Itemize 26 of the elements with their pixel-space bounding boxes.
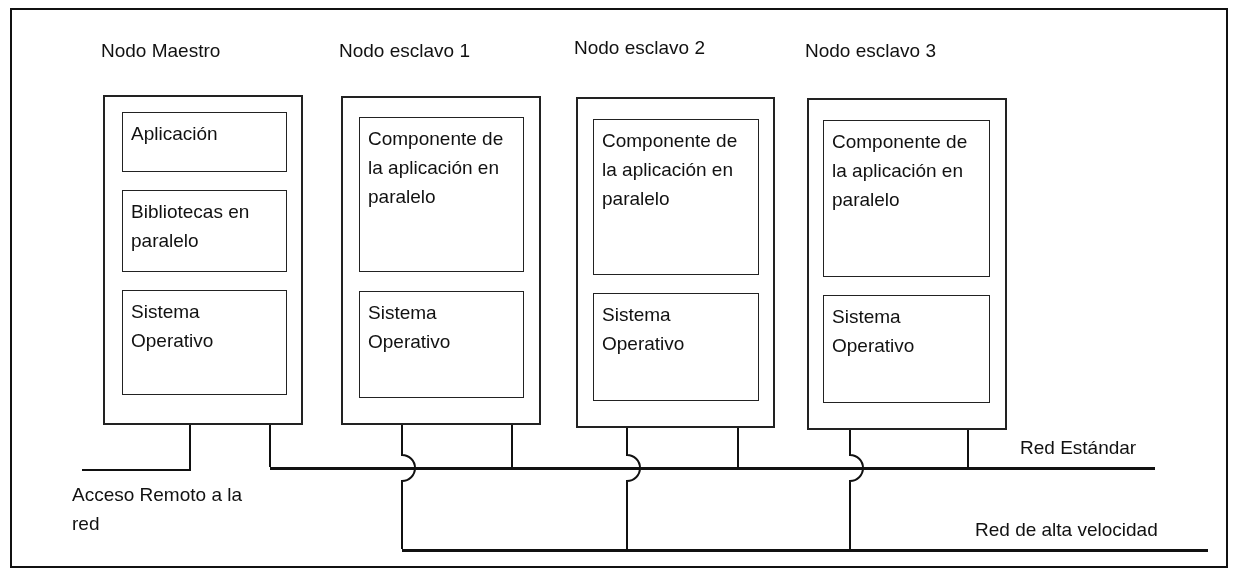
bus-label: Red de alta velocidad [975, 519, 1158, 541]
layer-box: Sistema Operativo [593, 293, 759, 401]
network-cable [511, 424, 513, 468]
layer-box: Aplicación [122, 112, 287, 172]
layer-box: Componente de la aplicación en paralelo [823, 120, 990, 277]
network-bus [270, 467, 1155, 470]
layer-box: Componente de la aplicación en paralelo [359, 117, 524, 272]
network-cable [81, 424, 191, 471]
network-bus [402, 549, 1208, 552]
network-cable [967, 429, 969, 468]
network-cable [626, 427, 641, 550]
node-heading: Nodo esclavo 3 [805, 40, 936, 62]
network-cable [269, 424, 271, 468]
node-heading: Nodo esclavo 1 [339, 40, 470, 62]
node-heading: Nodo Maestro [101, 40, 221, 62]
layer-box: Sistema Operativo [359, 291, 524, 398]
layer-box: Componente de la aplicación en paralelo [593, 119, 759, 275]
layer-box: Sistema Operativo [122, 290, 287, 395]
network-cable [849, 429, 864, 550]
access-label: Acceso Remoto a la red [72, 470, 252, 538]
network-cable [401, 424, 416, 550]
layer-box: Sistema Operativo [823, 295, 990, 403]
network-cable [737, 427, 739, 468]
layer-box: Bibliotecas en paralelo [122, 190, 287, 272]
bus-label: Red Estándar [1020, 437, 1137, 459]
node-heading: Nodo esclavo 2 [574, 37, 705, 59]
